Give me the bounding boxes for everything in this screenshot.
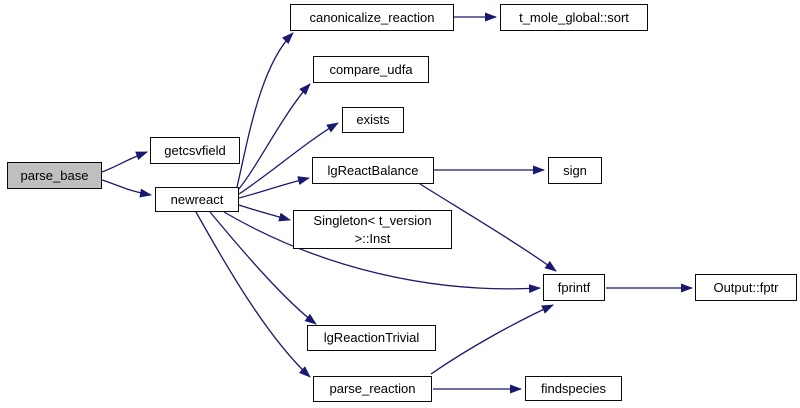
node-getcsvfield[interactable]: getcsvfield [150,137,240,164]
edge-parse_base-getcsvfield [101,151,148,173]
edge-lgReactBalance-fprintf [419,183,557,272]
edge-parse_base-newreact [101,179,152,198]
node-singleton-inst[interactable]: Singleton< t_version >::Inst [293,210,452,249]
node-lgreactiontrivial[interactable]: lgReactionTrivial [307,325,436,351]
edge-newreact-lgReactBalance [238,176,310,199]
node-exists[interactable]: exists [342,107,404,133]
node-lgreactbalance[interactable]: lgReactBalance [312,157,434,184]
node-parse-reaction[interactable]: parse_reaction [313,376,432,402]
edge-parse_reaction-fprintf [430,304,554,375]
node-canonicalize-reaction[interactable]: canonicalize_reaction [290,4,454,31]
edge-newreact-singleton_inst [238,204,291,222]
node-findspecies[interactable]: findspecies [525,376,622,401]
edge-newreact-compare_udfa [237,83,311,191]
edge-newreact-fprintf [223,211,541,294]
edge-newreact-lgReactionTrivial [209,211,317,325]
edge-newreact-exists [238,122,339,195]
edge-newreact-parse_reaction [195,211,311,378]
edge-newreact-canonicalize_reaction [236,32,294,188]
node-parse-base[interactable]: parse_base [7,162,102,189]
node-t-mole-global-sort[interactable]: t_mole_global::sort [500,4,648,31]
node-compare-udfa[interactable]: compare_udfa [313,56,429,83]
node-sign[interactable]: sign [548,157,602,184]
node-fprintf[interactable]: fprintf [543,274,605,301]
node-newreact[interactable]: newreact [155,187,239,212]
node-output-fptr[interactable]: Output::fptr [695,274,797,301]
